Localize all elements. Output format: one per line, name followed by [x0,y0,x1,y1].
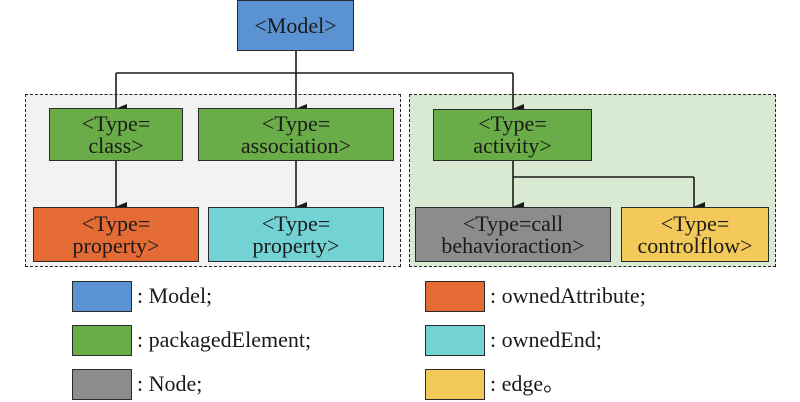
legend-label-owned-end: : ownedEnd; [490,327,602,352]
node-controlflow-line1: <Type= [660,210,730,236]
node-property-attr-line2: property> [72,232,160,258]
legend-label-model: : Model; [137,283,213,308]
node-controlflow: <Type= controlflow> [621,207,769,262]
node-class-line1: <Type= [81,110,151,136]
node-callbehavior-line1: <Type=call [462,210,564,236]
node-callbehavior-line2: behavioraction> [441,232,585,258]
node-property-end-line1: <Type= [261,210,331,236]
node-property-attr-line1: <Type= [81,210,151,236]
node-model-label: <Model> [254,12,337,38]
legend-label-edge: : edge。 [490,371,566,396]
node-activity: <Type= activity> [433,109,592,161]
legend-swatch-edge [425,369,485,400]
node-controlflow-line2: controlflow> [637,232,753,258]
node-association-line2: association> [240,132,352,158]
node-property-owned-attribute: <Type= property> [33,207,199,262]
legend-swatch-owned-attribute [425,281,485,312]
legend-label-packaged-element: : packagedElement; [137,327,312,352]
node-callbehavioraction: <Type=call behavioraction> [415,207,611,262]
legend-swatch-packaged-element [72,325,132,356]
node-model: <Model> [237,0,354,51]
node-association: <Type= association> [198,108,394,161]
legend-label-owned-attribute: : ownedAttribute; [490,283,646,308]
node-activity-line2: activity> [473,133,552,158]
node-property-end-line2: property> [252,232,340,258]
legend-swatch-owned-end [425,325,485,356]
node-class-line2: class> [88,132,144,158]
node-association-line1: <Type= [261,110,331,136]
node-activity-line1: <Type= [478,111,547,136]
legend-swatch-node [72,369,132,400]
legend-label-node: : Node; [137,371,203,396]
legend-swatch-model [72,281,132,312]
node-property-owned-end: <Type= property> [208,207,384,262]
node-class: <Type= class> [49,108,183,161]
